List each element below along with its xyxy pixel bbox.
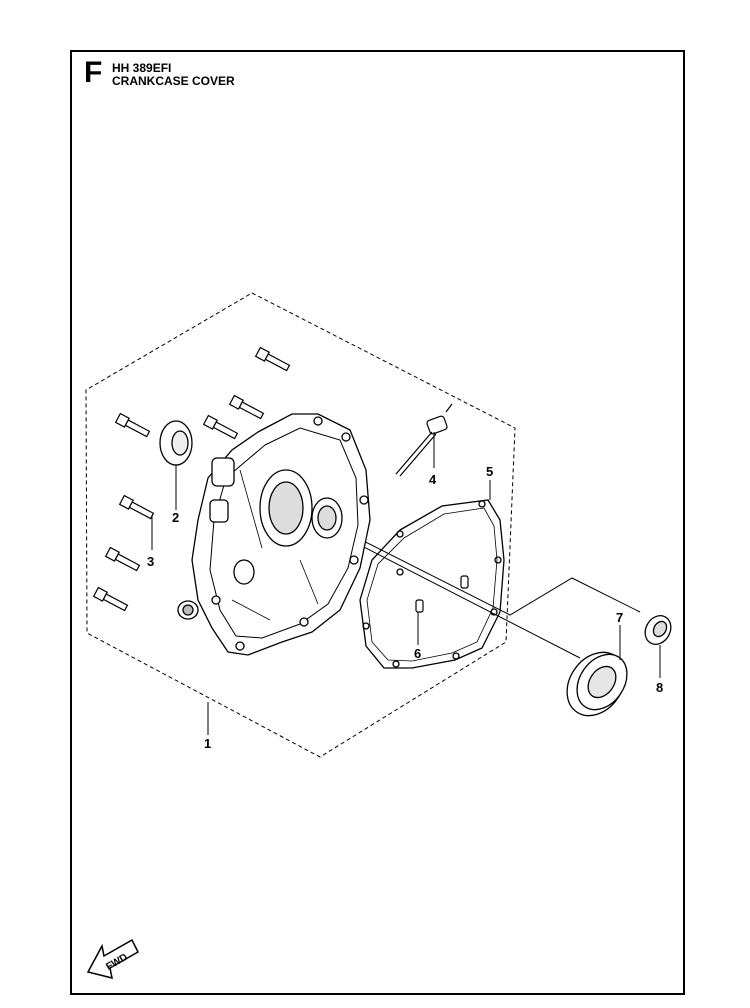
callout-label: 1 bbox=[204, 736, 211, 751]
callout-label: 7 bbox=[616, 610, 623, 625]
callout-label: 6 bbox=[414, 646, 421, 661]
diagram-title: CRANKCASE COVER bbox=[112, 74, 235, 88]
bearing-part bbox=[566, 651, 628, 717]
forward-arrow-icon: FWD bbox=[86, 938, 139, 980]
callout-label: 5 bbox=[486, 464, 493, 479]
diagram-frame bbox=[70, 50, 685, 995]
gasket-part bbox=[359, 499, 505, 669]
callout-label: 4 bbox=[429, 472, 437, 487]
section-letter: F bbox=[84, 56, 103, 89]
oil-seal-part bbox=[159, 420, 193, 466]
callout-label: 8 bbox=[656, 680, 663, 695]
dipstick-part bbox=[395, 403, 453, 477]
callout-label: 3 bbox=[147, 554, 154, 569]
small-seal-part bbox=[644, 615, 672, 645]
dowel-pin-part bbox=[415, 575, 469, 613]
leader-lines bbox=[151, 432, 661, 735]
model-name: HH 389EFI bbox=[112, 61, 172, 75]
crankcase-cover-part bbox=[177, 413, 371, 656]
assembly-boundary bbox=[85, 292, 516, 758]
bolt-part bbox=[92, 346, 291, 612]
callout-label: 2 bbox=[172, 510, 179, 525]
